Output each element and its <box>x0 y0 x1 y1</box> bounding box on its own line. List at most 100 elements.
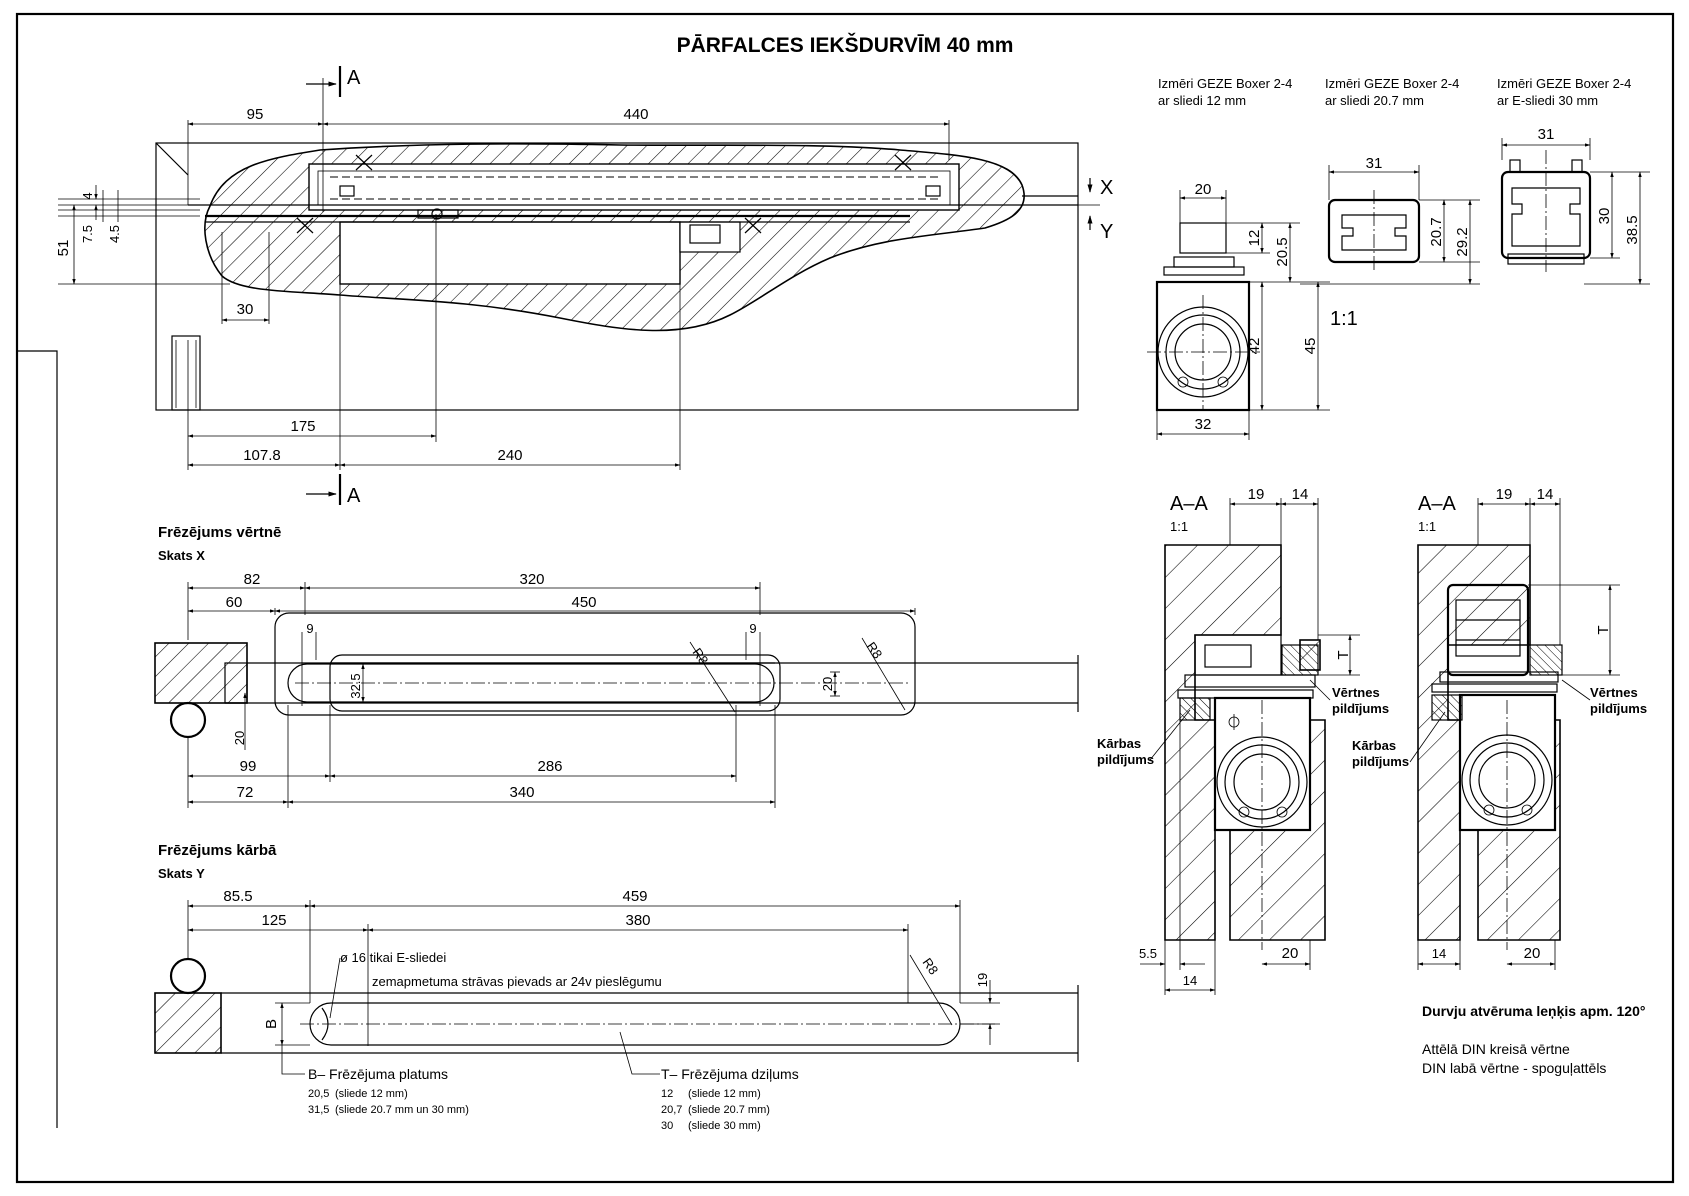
p12-dim-20: 20 <box>1195 181 1212 198</box>
frame-dim-85-5: 85.5 <box>223 888 252 905</box>
section-marker-a-top: A <box>347 67 361 89</box>
section-left: A–A 1:1 19 14 T <box>1097 486 1389 995</box>
dim-95: 95 <box>247 106 264 123</box>
profiles-block: Izmēri GEZE Boxer 2-4 ar sliedi 12 mm Iz… <box>1147 76 1650 440</box>
frame-note-power: zemapmetuma strāvas pievads ar 24v piesl… <box>372 974 662 989</box>
legend-t-r1-text: (sliede 12 mm) <box>688 1088 761 1100</box>
p20-dim-31: 31 <box>1366 155 1383 172</box>
profile-30-drawing: 31 30 38.5 <box>1500 126 1650 285</box>
p20-dim-20-7: 20.7 <box>1428 217 1445 246</box>
leaf-dim-320: 320 <box>519 571 544 588</box>
frame-dim-b: B <box>263 1019 280 1029</box>
leaf-dim-99: 99 <box>240 758 257 775</box>
note-opening-angle: Durvju atvēruma leņķis apm. 120° <box>1422 1003 1645 1019</box>
legend-t-r3-value: 30 <box>661 1120 673 1132</box>
legend-b-r2-value: 31,5 <box>308 1104 329 1116</box>
frame-dim-19: 19 <box>975 973 990 987</box>
p12-dim-45: 45 <box>1302 338 1319 355</box>
p30-dim-31: 31 <box>1538 126 1555 143</box>
leaf-slot-outer <box>274 612 916 716</box>
legend-t-r3-text: (sliede 30 mm) <box>688 1120 761 1132</box>
left-margin-line <box>17 350 58 1128</box>
hinge-circle-leaf <box>169 701 207 739</box>
sec-left-dim-t: T <box>1335 650 1352 659</box>
profile-12-line1: Izmēri GEZE Boxer 2-4 <box>1158 76 1292 91</box>
sec-right-frame-callout-2: pildījums <box>1352 754 1409 769</box>
legend-t-title: T– Frēzējuma dziļums <box>661 1066 799 1082</box>
sec-right-dim-19: 19 <box>1496 486 1513 503</box>
sec-right-frame-callout-1: Kārbas <box>1352 738 1396 753</box>
sec-right-leaf-callout-2: pildījums <box>1590 701 1647 716</box>
leaf-dim-32-5: 32.5 <box>348 673 363 698</box>
section-left-label: A–A <box>1170 493 1208 515</box>
sec-left-dim-20: 20 <box>1282 945 1299 962</box>
dim-7-5: 7.5 <box>80 225 95 243</box>
drawing-title: PĀRFALCES IEKŠDURVĪM 40 mm <box>677 33 1014 57</box>
sec-right-dim-20: 20 <box>1524 945 1541 962</box>
legend-t-r1-value: 12 <box>661 1088 673 1100</box>
sec-left-dim-14b: 14 <box>1183 973 1197 988</box>
section-right: A–A 1:1 19 14 T 14 <box>1352 486 1647 970</box>
milling-leaf-view-label: Skats X <box>158 548 205 563</box>
frame-dim-380: 380 <box>625 912 650 929</box>
leaf-dim-286: 286 <box>537 758 562 775</box>
section-left-scale: 1:1 <box>1170 519 1188 534</box>
legend-b-title: B– Frēzējuma platums <box>308 1066 448 1082</box>
profile-20-7-line2: ar sliedi 20.7 mm <box>1325 93 1424 108</box>
milling-frame-view-label: Skats Y <box>158 866 205 881</box>
dim-175: 175 <box>290 418 315 435</box>
leaf-dim-72: 72 <box>237 784 254 801</box>
top-view: 95 440 A 51 4 7.5 4.5 30 175 107.8 <box>55 66 1113 507</box>
profile-30-line2: ar E-sliedi 30 mm <box>1497 93 1598 108</box>
legend-t-r2-value: 20,7 <box>661 1104 682 1116</box>
profile-12-line2: ar sliedi 12 mm <box>1158 93 1246 108</box>
leaf-dim-82: 82 <box>244 571 261 588</box>
sec-right-dim-14b: 14 <box>1432 946 1446 961</box>
dim-107-8: 107.8 <box>243 447 281 464</box>
profile-20-7-drawing: 31 20.7 29.2 <box>1300 155 1480 285</box>
dim-440: 440 <box>623 106 648 123</box>
section-marker-a-bottom: A <box>347 485 361 507</box>
p30-dim-30: 30 <box>1596 208 1613 225</box>
sec-right-dim-t: T <box>1595 625 1612 634</box>
rail-pocket <box>339 221 681 285</box>
leaf-dim-20-left: 20 <box>232 731 247 745</box>
sec-left-frame-callout-1: Kārbas <box>1097 736 1141 751</box>
p12-dim-42: 42 <box>1246 338 1263 355</box>
view-marker-x: X <box>1100 177 1113 199</box>
view-marker-y: Y <box>1100 221 1113 243</box>
frame-dim-125: 125 <box>261 912 286 929</box>
legend-t-r2-text: (sliede 20.7 mm) <box>688 1104 770 1116</box>
dim-4-5: 4.5 <box>107 225 122 243</box>
note-din-left: Attēlā DIN kreisā vērtne <box>1422 1041 1570 1057</box>
profile-30-line1: Izmēri GEZE Boxer 2-4 <box>1497 76 1631 91</box>
sec-left-leaf-callout-1: Vērtnes <box>1332 685 1380 700</box>
legend-b-r1-text: (sliede 12 mm) <box>335 1088 408 1100</box>
legend-b-r2-text: (sliede 20.7 mm un 30 mm) <box>335 1104 469 1116</box>
profile-20-7-line1: Izmēri GEZE Boxer 2-4 <box>1325 76 1459 91</box>
milling-leaf-view: Frēzējums vērtnē Skats X 82 320 60 450 9 <box>154 524 1079 808</box>
milling-leaf-heading: Frēzējums vērtnē <box>158 524 281 541</box>
leaf-radius-r8b: R8 <box>864 639 886 661</box>
frame-note-phi16: ø 16 tikai E-sliedei <box>340 950 446 965</box>
leaf-dim-20-right: 20 <box>820 677 835 691</box>
hinge-pin <box>171 335 201 411</box>
sec-left-dim-14: 14 <box>1292 486 1309 503</box>
frame-dim-459: 459 <box>622 888 647 905</box>
milling-frame-view: Frēzējums kārbā Skats Y 85.5 459 125 380… <box>154 842 1079 1132</box>
dim-30: 30 <box>237 301 254 318</box>
frame-radius-r8: R8 <box>920 955 942 977</box>
profiles-scale: 1:1 <box>1330 308 1358 330</box>
leaf-dim-9b: 9 <box>749 621 756 636</box>
closer-body-pocket <box>308 163 960 211</box>
dim-240: 240 <box>497 447 522 464</box>
sec-right-leaf-callout-1: Vērtnes <box>1590 685 1638 700</box>
p12-dim-20-5: 20.5 <box>1274 237 1291 266</box>
sec-left-leaf-callout-2: pildījums <box>1332 701 1389 716</box>
leaf-dim-9a: 9 <box>306 621 313 636</box>
p12-dim-12: 12 <box>1246 230 1263 247</box>
legend-b-r1-value: 20,5 <box>308 1088 329 1100</box>
leaf-dim-340: 340 <box>509 784 534 801</box>
sec-left-frame-callout-2: pildījums <box>1097 752 1154 767</box>
